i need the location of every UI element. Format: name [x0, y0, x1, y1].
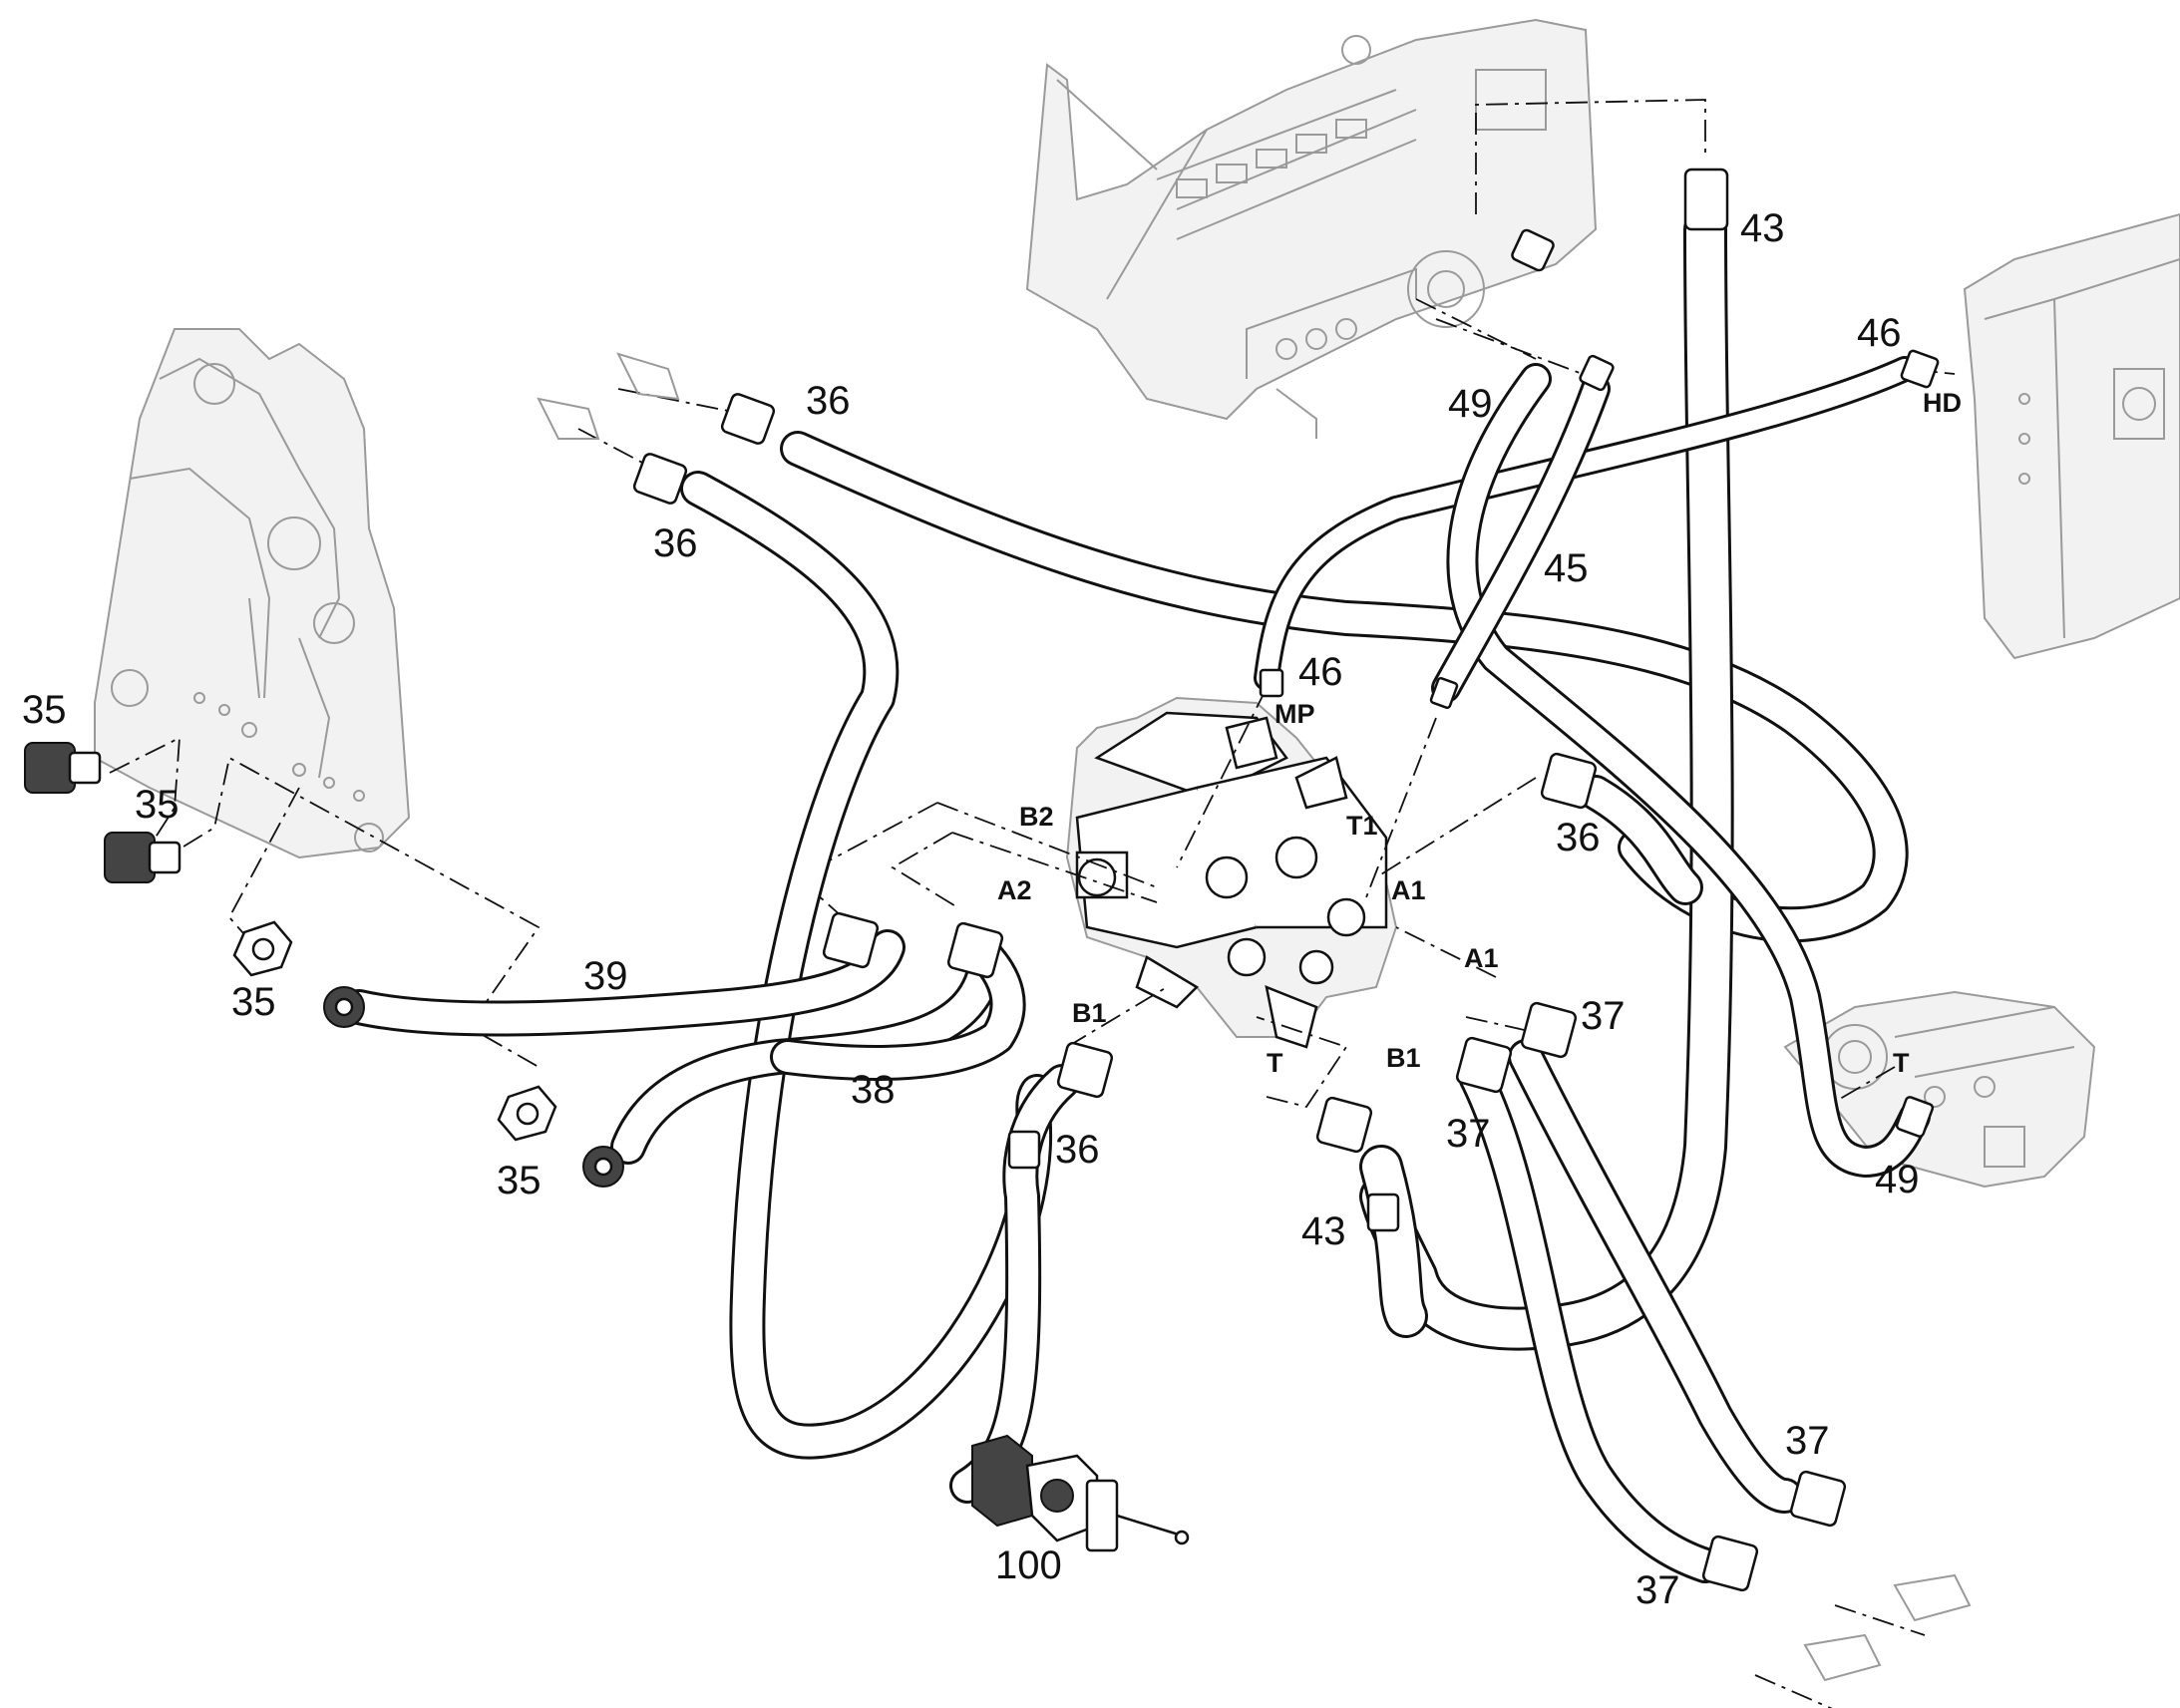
port-a1-label: A1 — [1391, 875, 1426, 905]
right-valve-assembly-ghost — [1783, 990, 2096, 1189]
part-36-label: 36 — [653, 521, 698, 565]
port-a1-label: A1 — [1464, 943, 1499, 973]
port-hd-label: HD — [1923, 388, 1962, 418]
hose-36-right — [1578, 775, 1703, 905]
hose-49 — [1446, 363, 1931, 1178]
fitting-nuts — [632, 168, 1940, 1592]
part-35-label: 35 — [22, 688, 67, 732]
port-b1-label: B1 — [1386, 1043, 1421, 1073]
adapter-fittings — [24, 352, 1972, 1682]
clamp-assembly-100 — [971, 1434, 1190, 1552]
part-36-label: 36 — [1556, 816, 1601, 859]
port-a2-label: A2 — [997, 875, 1032, 905]
port-t-label: T — [1893, 1048, 1910, 1078]
part-37-label: 37 — [1635, 1568, 1680, 1612]
part-37-label: 37 — [1581, 994, 1626, 1038]
part-number-callouts: 35 35 35 35 36 36 36 36 37 37 37 37 38 3… — [22, 206, 1920, 1612]
part-45-label: 45 — [1544, 546, 1589, 590]
part-49-label: 49 — [1448, 382, 1493, 426]
control-valve-block-ghost — [1025, 18, 1598, 439]
hose-38 — [770, 934, 1026, 1081]
part-35-label: 35 — [497, 1159, 542, 1202]
connection-leader-lines — [109, 99, 1956, 1708]
part-49-label: 49 — [1875, 1158, 1920, 1201]
right-machine-panel-ghost — [1963, 212, 2180, 660]
part-36-label: 36 — [1055, 1128, 1100, 1172]
part-37-label: 37 — [1446, 1112, 1491, 1156]
port-mp-label: MP — [1274, 699, 1315, 729]
part-38-label: 38 — [851, 1068, 896, 1112]
part-36-label: 36 — [806, 379, 851, 423]
port-t1-label: T1 — [1346, 811, 1378, 841]
main-valve-block — [1065, 696, 1398, 1049]
part-35-label: 35 — [231, 980, 276, 1024]
port-b1-label: B1 — [1072, 998, 1107, 1028]
port-labels: MP B2 T1 A2 A1 A1 B1 B1 T T HD — [997, 388, 1962, 1078]
part-43-label: 43 — [1301, 1209, 1346, 1253]
loader-bracket-ghost — [94, 328, 411, 859]
port-t-label: T — [1267, 1048, 1283, 1078]
part-46-label: 46 — [1298, 650, 1343, 694]
part-100-label: 100 — [995, 1543, 1062, 1587]
part-43-label: 43 — [1740, 206, 1785, 250]
part-46-label: 46 — [1857, 311, 1902, 355]
hose-37-b — [1458, 1059, 1723, 1583]
part-37-label: 37 — [1785, 1419, 1830, 1463]
part-35-label: 35 — [135, 783, 180, 827]
hose-45 — [1431, 374, 1611, 703]
part-39-label: 39 — [583, 954, 628, 998]
hose-43-lower — [1359, 1145, 1428, 1338]
port-b2-label: B2 — [1019, 802, 1054, 832]
hose-37-a — [1508, 1039, 1803, 1514]
hose-39 — [341, 929, 906, 1037]
